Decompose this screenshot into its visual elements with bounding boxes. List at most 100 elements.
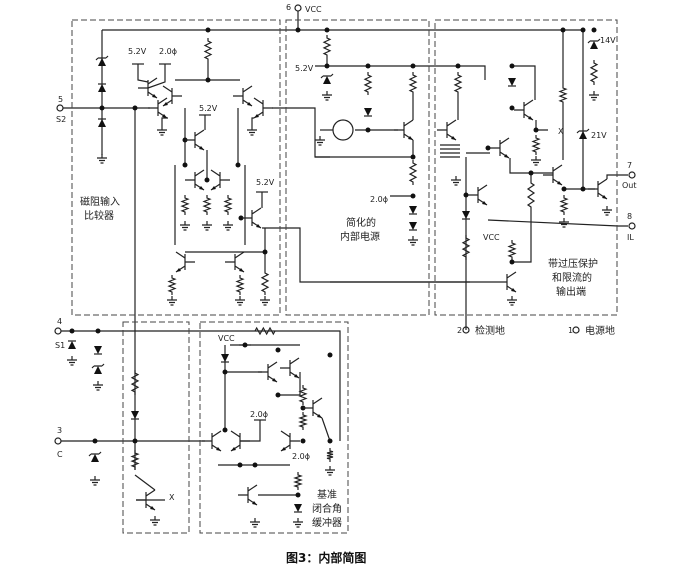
ground-icon bbox=[235, 296, 245, 306]
ground-icon bbox=[97, 154, 107, 164]
resistor-icon bbox=[558, 85, 568, 105]
resistor-icon bbox=[293, 472, 303, 490]
ground-icon bbox=[180, 221, 190, 231]
resistor-icon bbox=[408, 160, 418, 185]
ground-icon bbox=[322, 91, 332, 101]
transistor-icon bbox=[468, 184, 488, 206]
emitter-arrow bbox=[272, 378, 277, 382]
junction-dot bbox=[509, 63, 515, 69]
junction-dot bbox=[561, 186, 567, 192]
pin-c: 3 C bbox=[54, 426, 63, 459]
current-source-icon bbox=[332, 119, 354, 141]
pin-number: 5 bbox=[58, 95, 63, 104]
voltage-label: 2.0ϕ bbox=[250, 410, 268, 419]
resistor-icon bbox=[531, 135, 541, 155]
voltage-label: 2.0ϕ bbox=[292, 452, 310, 461]
junction-dot bbox=[327, 352, 333, 358]
block-title: 带过压保护 bbox=[548, 257, 598, 270]
block-title: 磁阻输入 bbox=[80, 195, 120, 208]
pin-label: C bbox=[57, 450, 63, 459]
resistor-icon bbox=[589, 60, 599, 85]
emitter-arrow bbox=[150, 506, 155, 510]
junction-dot bbox=[237, 462, 243, 468]
transistor-icon bbox=[238, 484, 258, 506]
transistor-icon bbox=[303, 397, 323, 419]
diode-icon bbox=[508, 78, 516, 86]
block-title: 输出端 bbox=[556, 285, 586, 298]
wire bbox=[147, 64, 166, 89]
emitter-arrow bbox=[317, 414, 322, 418]
pin-label: 电源地 bbox=[585, 324, 615, 337]
ground-icon bbox=[260, 296, 270, 306]
transistor-icon bbox=[233, 85, 253, 107]
wire bbox=[321, 417, 331, 442]
transistor-icon bbox=[253, 97, 273, 119]
emitter-arrow bbox=[557, 181, 562, 185]
junction-dot bbox=[324, 27, 330, 33]
voltage-label: 2.0ϕ bbox=[159, 47, 177, 56]
block-title: 缓冲器 bbox=[312, 516, 342, 529]
voltage-label: 5.2V bbox=[295, 64, 314, 73]
ground-icon bbox=[150, 516, 160, 526]
ground-icon bbox=[157, 126, 167, 136]
diode-bar bbox=[320, 73, 334, 79]
junction-dot bbox=[410, 63, 416, 69]
ground-icon bbox=[167, 296, 177, 306]
pin-number: 2 bbox=[457, 326, 462, 335]
junction-dot bbox=[365, 127, 371, 133]
transistor-icon bbox=[138, 77, 158, 99]
diode-icon bbox=[409, 222, 417, 230]
transistor-icon bbox=[210, 169, 230, 191]
zener-diode-icon bbox=[94, 366, 102, 374]
pin-label: S2 bbox=[56, 115, 66, 124]
resistor-icon bbox=[507, 240, 517, 260]
ground-icon bbox=[559, 218, 569, 228]
wire bbox=[509, 158, 553, 174]
zener-diode-icon bbox=[91, 454, 99, 462]
resistor-icon bbox=[254, 326, 276, 336]
circuit-wiring bbox=[61, 11, 628, 501]
resistor-icon bbox=[526, 180, 536, 210]
pin-sense-ground: 2 检测地 bbox=[457, 324, 505, 337]
wire bbox=[161, 117, 168, 126]
x-label: X bbox=[169, 493, 175, 502]
ground-icon bbox=[90, 476, 100, 486]
ground-icon bbox=[67, 356, 77, 366]
wire bbox=[512, 65, 536, 100]
block-supply bbox=[285, 19, 430, 316]
emitter-arrow bbox=[211, 186, 216, 190]
voltage-label: 5.2V bbox=[256, 178, 275, 187]
wire bbox=[272, 107, 330, 158]
resistor-icon bbox=[167, 275, 177, 295]
emitter-arrow bbox=[602, 195, 607, 199]
junction-dot bbox=[295, 27, 301, 33]
junction-dot bbox=[560, 27, 566, 33]
resistor-icon bbox=[130, 370, 140, 395]
resistor-icon bbox=[260, 270, 270, 295]
diode-icon bbox=[131, 411, 139, 419]
pin-label: IL bbox=[627, 233, 634, 242]
pin-number: 4 bbox=[57, 317, 62, 326]
junction-dot bbox=[92, 438, 98, 444]
junction-dot bbox=[69, 328, 75, 334]
emitter-arrow bbox=[216, 447, 221, 451]
junction-dot bbox=[95, 328, 101, 334]
ground-icon bbox=[293, 518, 303, 528]
emitter-arrow bbox=[528, 116, 533, 120]
junction-dot bbox=[410, 154, 416, 160]
junction-dot bbox=[252, 462, 258, 468]
diode-bar bbox=[587, 38, 601, 44]
transistor-icon bbox=[543, 164, 563, 186]
ground-icon bbox=[247, 126, 257, 136]
junction-dot bbox=[205, 27, 211, 33]
zener-diode-icon bbox=[579, 131, 587, 139]
diode-icon bbox=[409, 206, 417, 214]
zener-diode-icon bbox=[590, 41, 598, 49]
pin-s1: 4 S1 bbox=[54, 317, 65, 350]
emitter-arrow bbox=[176, 268, 181, 272]
junction-dot bbox=[365, 63, 371, 69]
diode-icon bbox=[294, 504, 302, 512]
junction-dot bbox=[327, 438, 333, 444]
junction-dot bbox=[300, 438, 306, 444]
